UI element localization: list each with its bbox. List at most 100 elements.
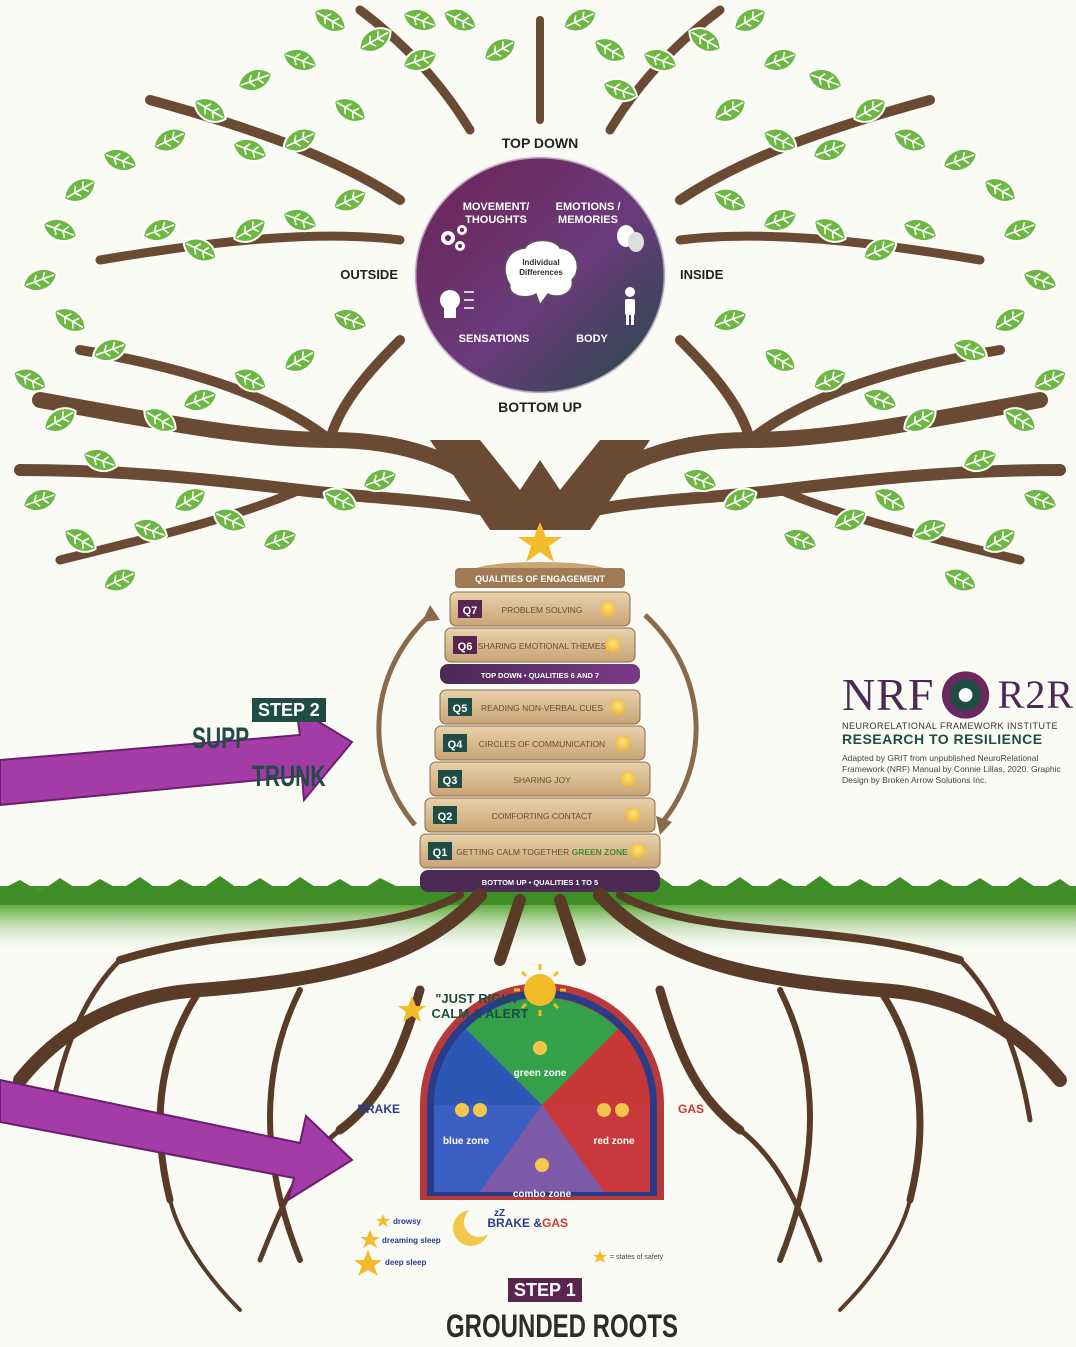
leaf-35 [329, 92, 371, 128]
leaf-57 [1019, 484, 1060, 516]
cake-layer-num-2: Q2 [438, 811, 453, 823]
cake-layer-emoji-1 [630, 843, 646, 859]
leaf-6 [149, 123, 191, 157]
leaf-10 [19, 264, 60, 296]
cake-layer-num-5: Q5 [453, 703, 468, 715]
leaf-72 [759, 204, 800, 236]
leaf-20 [169, 482, 211, 518]
step2-title-partial: SUPP [192, 722, 249, 756]
leaf-28 [139, 214, 180, 246]
leaf-76 [709, 92, 751, 128]
cake-layer-emoji-5 [610, 699, 626, 715]
leaf-47 [889, 123, 931, 157]
step1-block: STEP 1 [508, 1280, 582, 1301]
label-top-down: TOP DOWN [502, 135, 579, 151]
leaf-65 [859, 384, 900, 416]
leaf-63 [779, 524, 820, 556]
step2-block: STEP 2 [252, 700, 326, 721]
quad-tr-line1: EMOTIONS / [556, 201, 621, 213]
drowsy-label: drowsy [393, 1217, 422, 1226]
leaf-32 [329, 183, 371, 217]
label-inside: INSIDE [680, 267, 724, 282]
step1-title: GROUNDED ROOTS [446, 1308, 678, 1345]
leaf-42 [729, 2, 771, 38]
cake-layer-emoji-4 [615, 735, 631, 751]
center-line1: Individual [522, 258, 559, 267]
cake-layer-num-4: Q4 [448, 739, 464, 751]
green-zone-tag: GREEN ZONE [569, 847, 628, 857]
leaf-27 [329, 304, 370, 336]
blue-zone-label: blue zone [443, 1136, 490, 1147]
leaf-29 [179, 233, 221, 267]
leaf-45 [804, 64, 845, 96]
just-right-line2: CALM & ALERT [431, 1006, 528, 1021]
cake-layer-label-5: READING NON-VERBAL CUES [481, 703, 603, 713]
leaf-13 [9, 363, 51, 397]
cake-layer-num-6: Q6 [458, 641, 473, 653]
just-right-line1: "JUST RIGHT" [435, 991, 525, 1006]
leaf-49 [979, 172, 1021, 208]
quad-tl-line1: MOVEMENT/ [463, 201, 530, 213]
quad-tl-line2: THOUGHTS [465, 214, 527, 226]
leaf-31 [279, 204, 320, 236]
dreaming-label: dreaming sleep [382, 1236, 441, 1245]
leaf-22 [259, 524, 300, 556]
nrf-logo-text: NRF [842, 668, 934, 721]
leaf-26 [279, 342, 321, 378]
brake-gas-label: GAS [542, 1216, 568, 1230]
leaf-51 [1019, 264, 1060, 296]
r2r-logo-text: R2R [998, 671, 1074, 718]
leaf-24 [179, 384, 220, 416]
leaf-8 [59, 172, 101, 208]
leaf-18 [99, 563, 141, 597]
leaf-38 [479, 32, 521, 68]
leaf-40 [559, 3, 601, 37]
leaf-52 [989, 302, 1031, 338]
leaf-16 [19, 484, 60, 516]
cake-layer-label-1: GETTING CALM TOGETHER GREEN ZONE [456, 847, 628, 857]
institute-line: NEURORELATIONAL FRAMEWORK INSTITUTE [842, 721, 1074, 731]
leaf-7 [99, 144, 140, 176]
combo-zone-label: combo zone [513, 1189, 572, 1200]
leaf-44 [759, 44, 800, 76]
flower-logo-icon [940, 669, 991, 721]
leaf-61 [869, 482, 911, 518]
label-outside: OUTSIDE [340, 267, 398, 282]
r2r-line: RESEARCH TO RESILIENCE [842, 731, 1074, 747]
cake-layer-label-3: SHARING JOY [513, 775, 571, 785]
leaf-50 [999, 214, 1040, 246]
cake-layer-emoji-6 [605, 637, 621, 653]
cycle-arrow-left [379, 615, 430, 825]
label-bottom-up: BOTTOM UP [498, 399, 582, 415]
cake-layer-label-7: PROBLEM SOLVING [501, 605, 582, 615]
step1-badge: STEP 1 [508, 1278, 582, 1302]
leaf-39 [589, 32, 631, 68]
leaf-3 [279, 44, 320, 76]
cycle-arrowhead-left [422, 605, 440, 622]
cake-layer-num-7: Q7 [463, 605, 478, 617]
nrf-logo-block: NRF R2R NEURORELATIONAL FRAMEWORK INSTIT… [842, 668, 1074, 786]
cake-layer-emoji-7 [600, 601, 616, 617]
cake-layer-emoji-3 [620, 771, 636, 787]
quad-br: BODY [576, 333, 608, 345]
gas-label: GAS [678, 1102, 704, 1116]
brake-label: BRAKE [357, 1102, 400, 1116]
leaf-9 [39, 214, 80, 246]
red-zone-label: red zone [593, 1136, 635, 1147]
leaf-1 [309, 2, 351, 38]
leaf-64 [899, 402, 941, 438]
cake-layer-label-4: CIRCLES OF COMMUNICATION [479, 739, 605, 749]
leaf-23 [139, 402, 181, 438]
leaf-54 [1029, 363, 1071, 397]
arrow-lower [0, 1080, 352, 1200]
leaf-82 [399, 4, 440, 36]
step2-badge: STEP 2 [252, 698, 326, 722]
cake-layer-emoji-2 [625, 807, 641, 823]
leaf-4 [234, 64, 275, 96]
trunk [430, 440, 650, 530]
green-zone-label: green zone [514, 1068, 567, 1079]
zzz-icon: zZ [494, 1208, 505, 1219]
band-top-down-label: TOP DOWN • QUALITIES 6 AND 7 [481, 671, 599, 680]
leaf-73 [709, 183, 751, 217]
